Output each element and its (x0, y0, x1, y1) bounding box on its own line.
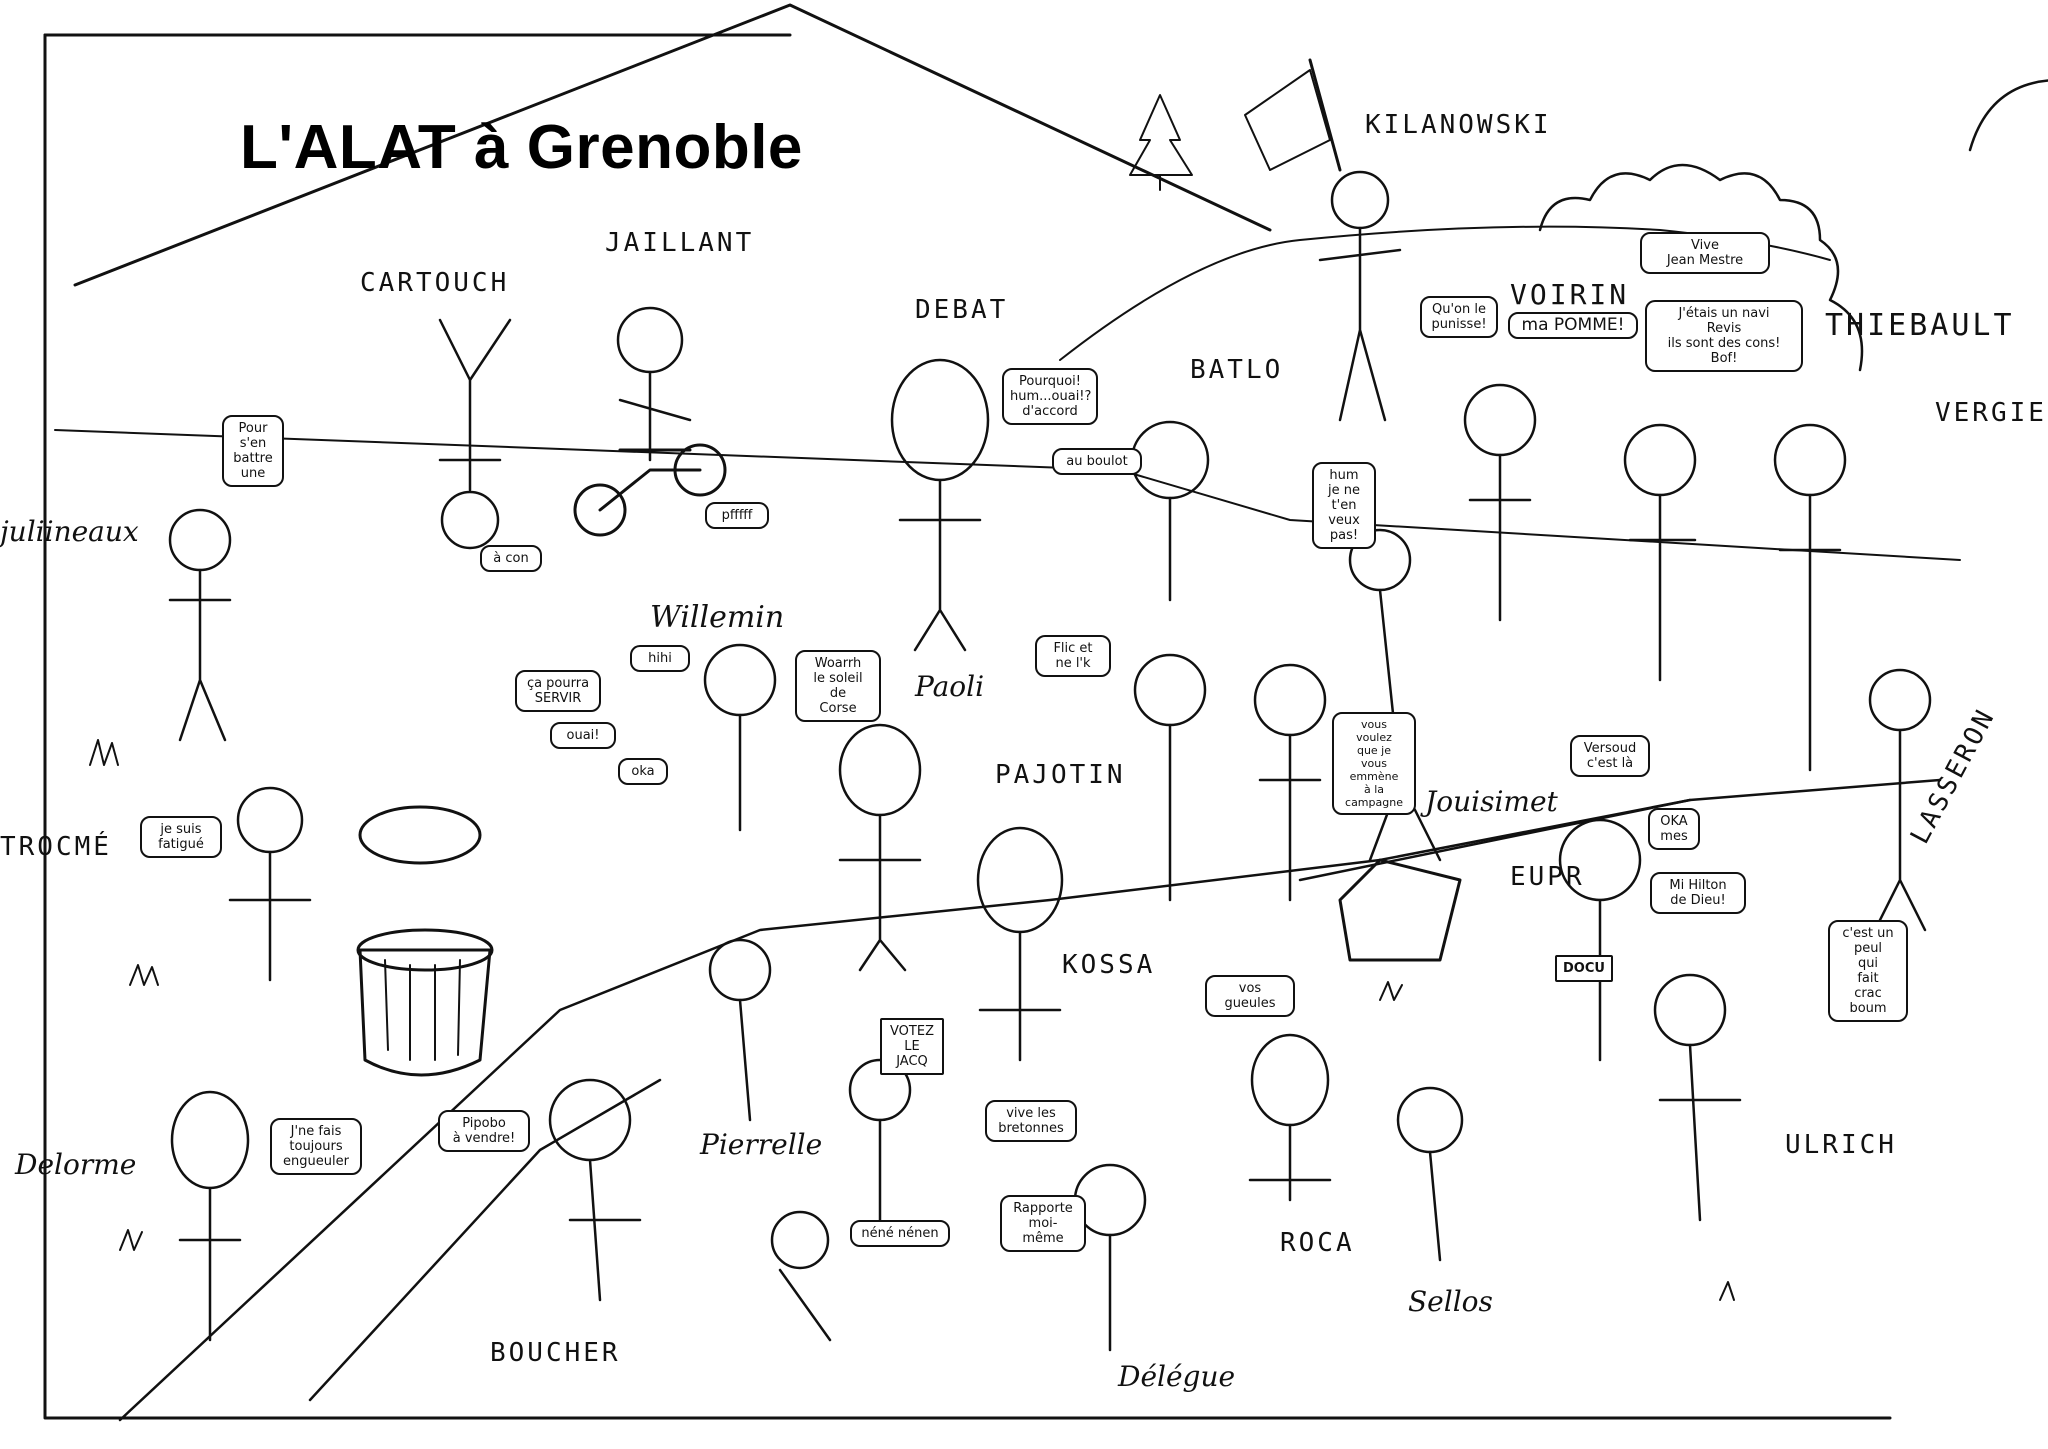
label-kossa: KOSSA (1062, 950, 1156, 980)
label-vergie: VERGIE (1935, 398, 2047, 428)
bubble-auboulot: au boulot (1052, 448, 1142, 475)
label-trocme: TROCMÉ (0, 832, 112, 862)
bubble-pourquoi: Pourquoi!hum...ouai!?d'accord (1002, 368, 1098, 425)
bubble-acon: à con (480, 545, 542, 572)
label-jouisimet: Jouisimet (1425, 785, 1558, 818)
bubble-pomme: ma POMME! (1508, 312, 1638, 339)
fir-tree (1129, 94, 1193, 191)
label-roca: ROCA (1280, 1228, 1355, 1258)
label-eupr: EUPR (1510, 862, 1585, 892)
bubble-hihi: hihi (630, 645, 690, 672)
bubble-oka: oka (618, 758, 668, 785)
flag (1244, 58, 1342, 172)
crate (1338, 858, 1462, 962)
bubble-pfff: pfffff (705, 502, 769, 529)
bubble-vosgueules: vos gueules (1205, 975, 1295, 1017)
sign-docu: DOCU (1555, 955, 1613, 982)
label-pierrelle: Pierrelle (700, 1128, 823, 1161)
label-batlo: BATLO (1190, 355, 1284, 385)
terrain (118, 778, 1942, 1422)
label-thiebault: THIEBAULT (1825, 308, 2015, 343)
label-delegue: Délégue (1118, 1360, 1236, 1393)
label-ulrich: ULRICH (1785, 1130, 1897, 1160)
label-pajotin: PAJOTIN (995, 760, 1126, 790)
label-sellos: Sellos (1408, 1285, 1493, 1318)
mountain-ridge (54, 3, 1961, 561)
trash-can (356, 805, 494, 1077)
label-debat: DEBAT (915, 295, 1009, 325)
label-boucher: BOUCHER (490, 1338, 621, 1368)
label-cartouche: CARTOUCH (360, 268, 510, 298)
label-delorme: Delorme (15, 1148, 137, 1181)
bubble-ouai: ouai! (550, 722, 616, 749)
label-jaillant: JAILLANT (605, 228, 755, 258)
label-willemin: Willemin (650, 600, 785, 635)
frame (43, 33, 1892, 1420)
label-juliiennaux: juliineaux (0, 515, 139, 548)
label-paoli: Paoli (915, 670, 985, 703)
label-kilanowski: KILANOWSKI (1365, 110, 1552, 140)
clouds (1538, 79, 2048, 372)
page-title: L'ALAT à Grenoble (240, 113, 803, 182)
grass-tufts (89, 739, 1735, 1301)
motorcycle (573, 443, 727, 537)
bubble-nenne: néné nénen (850, 1220, 950, 1247)
label-voirin: VOIRIN (1510, 278, 1630, 311)
